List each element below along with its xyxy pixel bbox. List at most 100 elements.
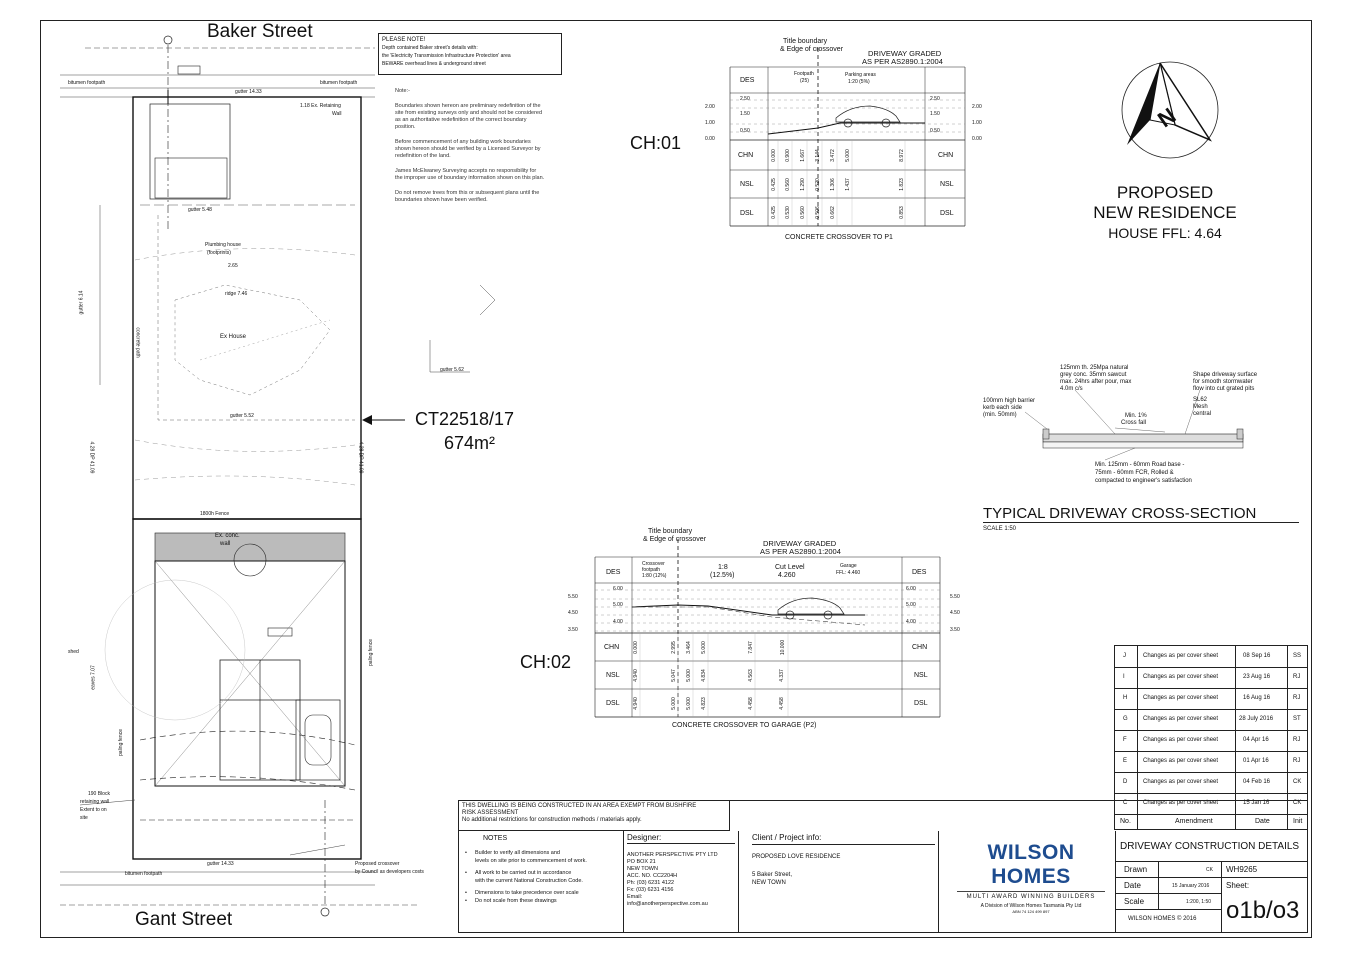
amendment-no: I (1123, 674, 1125, 680)
date-label: Date (1124, 881, 1141, 890)
builder-logo-tagline: MULTI AWARD WINNING BUILDERS (966, 894, 1096, 900)
drawing-sheet-border (40, 20, 1312, 938)
cross-section-note: compacted to engineer's satisfaction (1095, 478, 1192, 484)
paling-fence-label: paling fence (367, 639, 374, 666)
amendment-no: D (1123, 779, 1128, 785)
ch01-linework (729, 48, 966, 227)
street-name-top: Baker Street (207, 21, 313, 42)
ch02-row-label: DSL (606, 700, 620, 707)
designer-line: ACC. NO. CC2204H (627, 873, 678, 879)
amendment-date: 28 July 2016 (1239, 716, 1274, 722)
builder-logo-abn: ABN 74 124 499 897 (1012, 909, 1050, 914)
scale-value: 1:200, 1:50 (1186, 899, 1212, 905)
ch02-level-right: 3.50 (950, 627, 960, 633)
cross-section-note: max. 24hrs after pour, max (1060, 379, 1132, 385)
ch02-grade: (12.5%) (710, 572, 735, 579)
ch01-nsl-value: 0.425 (770, 178, 777, 191)
copyright: WILSON HOMES © 2016 (1128, 916, 1197, 922)
designer-line: Fx: (03) 6231 4156 (627, 887, 674, 893)
ridge-label: ridge 7.46 (225, 291, 248, 297)
amendment-row: C Changes as per cover sheet 15 Jan 16 C… (1115, 793, 1307, 815)
ch01-row-label: DSL (740, 210, 754, 217)
ch01-level-left: 2.00 (705, 104, 715, 110)
site-plan-linework (60, 35, 496, 917)
amendment-no: F (1123, 737, 1127, 743)
ch01-nsl-value: 0.560 (784, 178, 791, 191)
amendment-date: 01 Apr 16 (1243, 758, 1269, 764)
ch02-level-right: 4.00 (906, 619, 916, 625)
sheet-details: DRIVEWAY CONSTRUCTION DETAILS Drawn CK W… (1115, 831, 1308, 932)
general-notes: NOTES •Builder to verify all dimensions … (459, 831, 624, 932)
amendment-row: H Changes as per cover sheet 16 Aug 16 R… (1115, 688, 1307, 710)
amendment-no: G (1123, 716, 1128, 722)
general-notes-heading: NOTES (483, 835, 508, 842)
cross-section-note: grey conc. 35mm sawcut (1060, 372, 1127, 378)
bushfire-line: THIS DWELLING IS BEING CONSTRUCTED IN AN… (462, 803, 697, 809)
ch02-nsl-value: 4.563 (747, 669, 754, 682)
ch01-dsl-value: 0.662 (829, 206, 836, 219)
ch01-chn-value: 3.472 (829, 149, 836, 162)
amendment-text: Changes as per cover sheet (1143, 779, 1219, 785)
gutter-label: gutter 6.14 (78, 290, 85, 315)
ch01-caption: CONCRETE CROSSOVER TO P1 (785, 234, 893, 241)
ch02-level-left: 4.00 (613, 619, 623, 625)
plumbing-label: (footprints) (207, 250, 231, 256)
fence-label: 1800h Fence (200, 511, 230, 517)
amendment-init: CK (1293, 779, 1302, 785)
ch02-level-right: 6.00 (906, 586, 916, 592)
amendment-row: D Changes as per cover sheet 04 Feb 16 C… (1115, 772, 1307, 794)
amendment-text: Changes as per cover sheet (1143, 653, 1219, 659)
amendment-date: 04 Apr 16 (1243, 737, 1269, 743)
ch01-nsl-value: 1.306 (829, 178, 836, 191)
cross-section-note: Mesh (1193, 404, 1208, 410)
ch02-row-label: CHN (604, 644, 620, 651)
client-label: Client / Project info: (752, 834, 935, 845)
ch02-chn-value: 3.464 (685, 641, 692, 654)
notes-paragraph: Before commencement of any building work… (395, 139, 541, 159)
ch01-chn-value: 0.900 (784, 149, 791, 162)
block-wall-label: retaining wall (80, 799, 110, 805)
concrete-path-label: concrete path (134, 327, 141, 358)
drawn-value: CK (1206, 867, 1213, 873)
ex-house-label: Ex House (220, 334, 247, 340)
ch01-row-label: DES (740, 77, 755, 84)
cross-section-linework (1024, 389, 1244, 461)
boundary-dimension: 4.28 DP 41.09 (88, 441, 95, 474)
designer-line: info@anotherperspective.com.au (627, 901, 708, 907)
ch01-graded: AS PER AS2890.1:2004 (862, 57, 943, 66)
cross-section-note: Shape driveway surface (1193, 372, 1258, 378)
ch02-graded: DRIVEWAY GRADED (763, 539, 837, 548)
retaining-wall-label: 1.18 Ex. Retaining (300, 103, 341, 109)
designer-line: Email: (627, 894, 643, 900)
builder-logo-name: WILSON HOMES (987, 841, 1075, 888)
ch01-nsl-value: 0.520 (814, 178, 821, 191)
footpath-label: bitumen footpath (320, 80, 358, 86)
ch01-chn-value: 5.000 (844, 149, 851, 162)
ch01-nsl-value: 1.290 (799, 178, 806, 191)
ch02-row-label: CHN (912, 644, 928, 651)
designer-line: Ph: (03) 6231 4122 (627, 880, 675, 886)
builder-logo: WILSON HOMES MULTI AWARD WINNING BUILDER… (951, 841, 1111, 914)
ch02-grade: 1:8 (718, 564, 728, 571)
ch01-row-label: DSL (940, 210, 954, 217)
amendment-init: RJ (1293, 758, 1301, 764)
ch02-garage: Garage (840, 563, 857, 569)
ch01-dsl-value: 0.530 (784, 206, 791, 219)
amendment-text: Changes as per cover sheet (1143, 800, 1219, 806)
sheet-number: o1b/o3 (1226, 897, 1300, 924)
ch01-level-right: 1.50 (930, 111, 940, 117)
gutter-label: gutter 5.52 (230, 413, 254, 419)
sheet-label: Sheet: (1226, 881, 1250, 890)
cross-section-note: 100mm high barrier (983, 398, 1036, 404)
ch01-parking: Parking areas (845, 72, 876, 78)
client-address: 5 Baker Street, (752, 872, 793, 878)
ch02-chn-value: 5.000 (700, 641, 707, 654)
project-heading-line: NEW RESIDENCE (1093, 203, 1237, 222)
amendments-col-amendment: Amendment (1175, 818, 1213, 825)
ch02-level-left: 3.50 (568, 627, 578, 633)
block-wall-label: Extent to on (80, 807, 107, 813)
ch02-nsl-value: 5.000 (685, 669, 692, 682)
block-wall-label: site (80, 815, 88, 821)
ch02-crossover: 1:80 (12%) (642, 573, 667, 579)
amendments-col-init: Init (1293, 818, 1303, 825)
